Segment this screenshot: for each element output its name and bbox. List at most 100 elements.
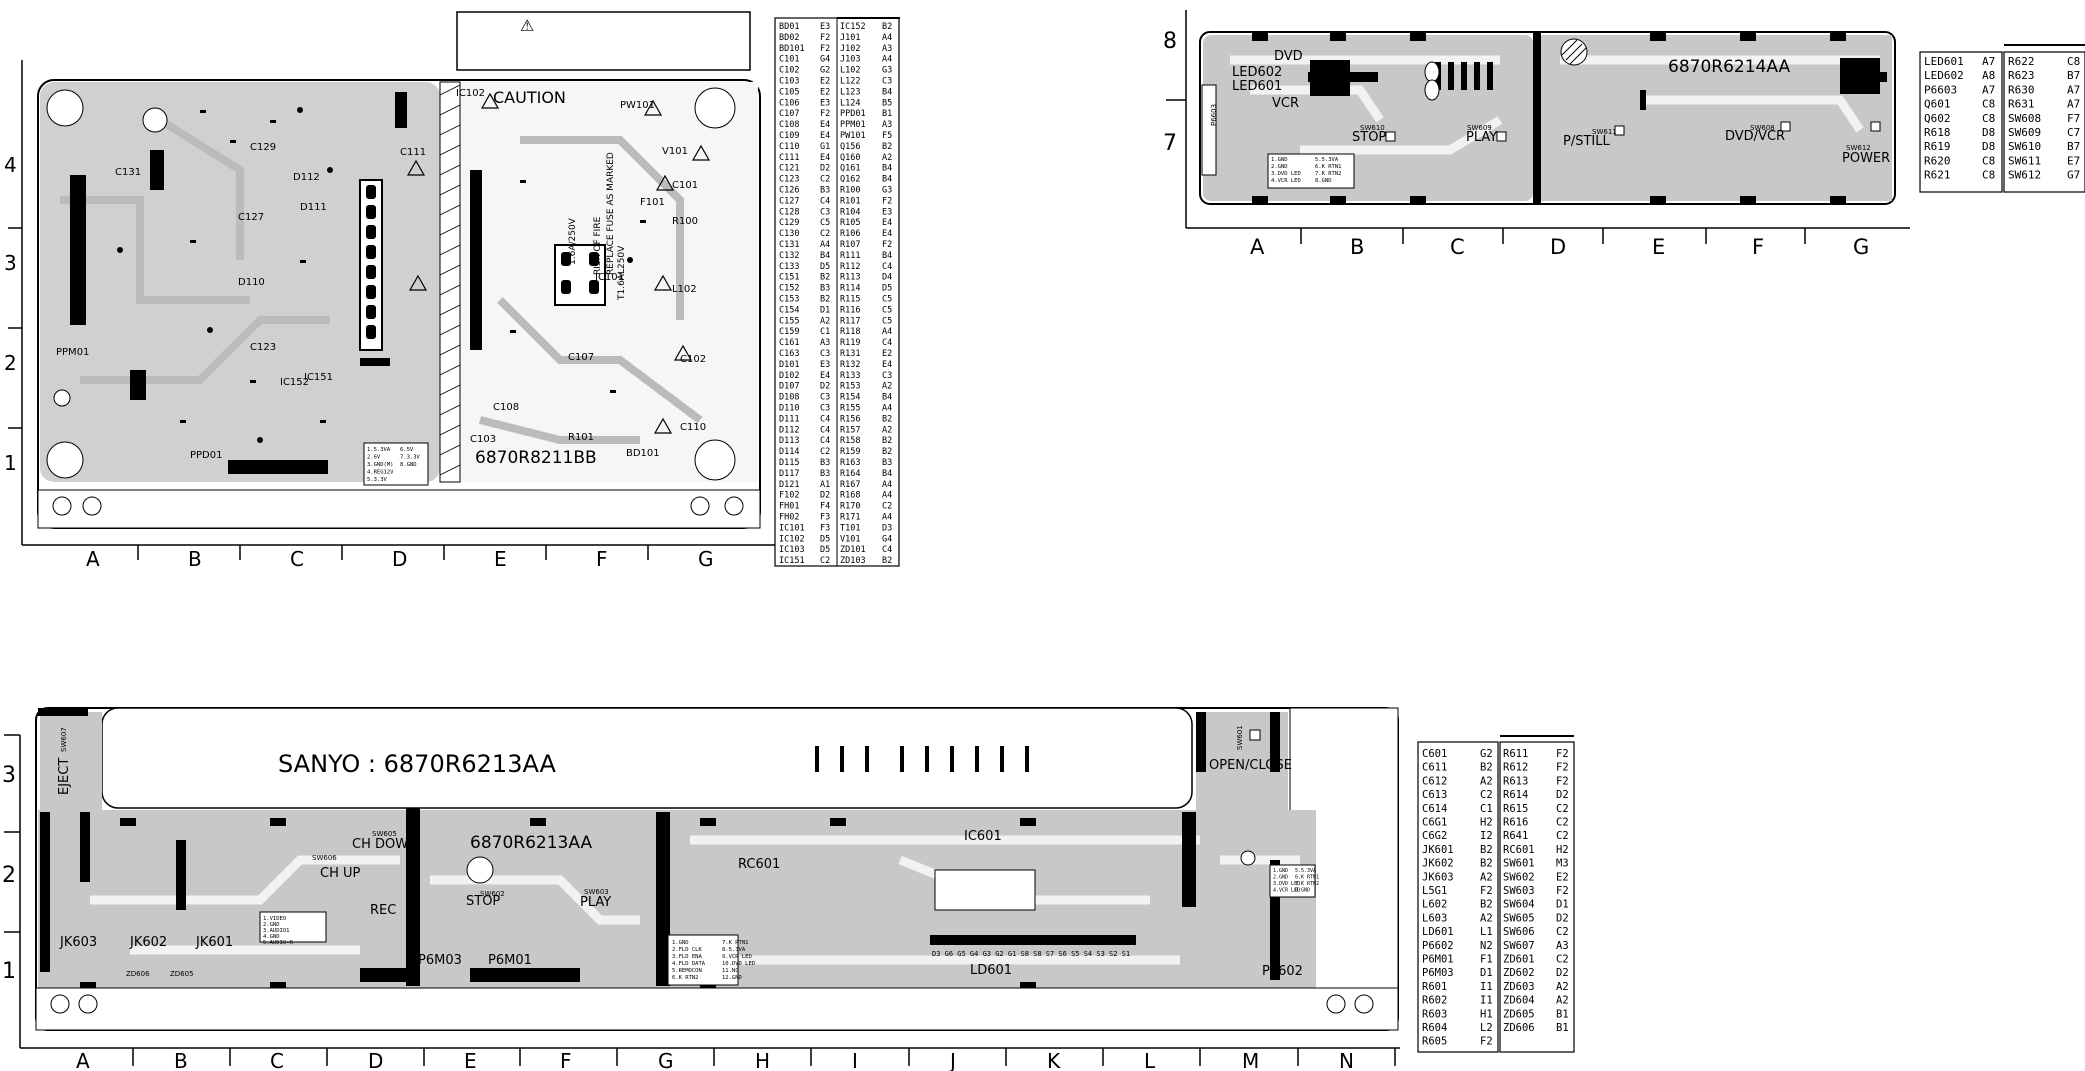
part-ref: R131	[840, 349, 860, 359]
part-ref: R119	[840, 338, 860, 348]
part-ref: R641	[1503, 830, 1528, 842]
connector-pin: 7.K RTN1	[722, 940, 749, 946]
part-location: B5	[882, 98, 892, 108]
part-location: F5	[882, 131, 892, 141]
board1-strip	[37, 489, 761, 529]
part-location: I2	[1480, 830, 1493, 842]
part-ref: R621	[1924, 169, 1951, 182]
part-location: F2	[1480, 885, 1493, 897]
connector-pin: 5.5.3VA	[1295, 868, 1316, 874]
part-location: C5	[882, 295, 892, 305]
part-location: C2	[1556, 954, 1569, 966]
component-label: PLAY	[1466, 130, 1497, 145]
connector-pin: 7.K RTN2	[1315, 171, 1342, 177]
part-location: D2	[1556, 789, 1569, 801]
part-location: G4	[882, 534, 892, 544]
part-ref: R118	[840, 327, 860, 337]
part-location: C2	[1556, 817, 1569, 829]
part-location: A3	[882, 44, 892, 54]
part-ref: IC101	[779, 523, 805, 533]
part-ref: L5G1	[1422, 885, 1447, 897]
part-location: A3	[820, 338, 830, 348]
part-ref: SW612	[2008, 169, 2041, 182]
part-location: B7	[2067, 69, 2080, 82]
connector-pin: 5.AUDIO-R	[263, 940, 293, 946]
part-ref: C130	[779, 229, 799, 239]
connector-pin: 4.VCR LED	[1273, 888, 1300, 894]
part-location: A2	[1480, 871, 1493, 883]
part-ref: R171	[840, 513, 860, 523]
grid-col-label: G	[658, 1049, 674, 1071]
part-ref: C129	[779, 218, 799, 228]
part-location: C1	[820, 327, 830, 337]
part-location: H2	[1556, 844, 1569, 856]
part-ref: C155	[779, 316, 799, 326]
component-label: SW610	[1360, 124, 1385, 132]
part-ref: L602	[1422, 899, 1447, 911]
part-location: C3	[882, 371, 892, 381]
component-label: LD601	[970, 963, 1012, 978]
part-ref: R113	[840, 273, 860, 283]
connector-pin: 2.GND	[263, 922, 280, 928]
component-label: BD101	[626, 448, 660, 459]
component-label: POWER	[1842, 151, 1890, 166]
part-ref: C131	[779, 240, 799, 250]
grid-col-label: F	[1752, 235, 1764, 259]
part-ref: RC601	[1503, 844, 1535, 856]
part-location: C4	[820, 425, 830, 435]
component-label: IC151	[304, 372, 333, 383]
part-location: B3	[882, 458, 892, 468]
board1-fuse-text-1: RISK OF FIRE	[593, 216, 603, 275]
caution-box-symbol: ⚠	[520, 16, 534, 35]
part-ref: L122	[840, 77, 860, 87]
part-ref: R153	[840, 382, 860, 392]
part-location: N2	[1480, 940, 1493, 952]
part-location: C2	[1556, 803, 1569, 815]
part-location: E7	[2067, 154, 2080, 167]
part-ref: D110	[779, 404, 799, 414]
part-ref: P6603	[1924, 83, 1957, 96]
component-label: JK603	[59, 935, 97, 950]
part-location: A2	[820, 316, 830, 326]
part-ref: J103	[840, 55, 860, 65]
part-location: B4	[882, 469, 892, 479]
part-ref: IC102	[779, 534, 805, 544]
part-ref: ZD606	[1503, 1022, 1535, 1034]
part-location: D2	[820, 491, 830, 501]
component-label: V101	[662, 146, 688, 157]
part-location: E2	[820, 77, 830, 87]
connector-pin: 1.5.3VA	[367, 447, 391, 453]
part-ref: R619	[1924, 140, 1951, 153]
connector-pin: 12.GND	[722, 975, 742, 981]
component-label: SW612	[1846, 144, 1871, 152]
connector-pin: 4.FLD DATA	[672, 961, 706, 967]
part-location: A2	[882, 153, 892, 163]
component-label: C131	[115, 167, 141, 178]
part-ref: C161	[779, 338, 799, 348]
grid-col-label: D	[1550, 235, 1566, 259]
part-location: B3	[820, 186, 830, 196]
part-ref: Q162	[840, 175, 860, 185]
part-ref: L102	[840, 66, 860, 76]
grid-col-label: E	[494, 547, 507, 571]
part-ref: C103	[779, 77, 799, 87]
part-location: C8	[1982, 169, 1995, 182]
connector-pin: 2.GND	[1273, 875, 1288, 881]
part-ref: C111	[779, 153, 799, 163]
part-ref: R168	[840, 491, 860, 501]
part-location: A7	[1982, 55, 1995, 68]
part-location: C4	[882, 545, 892, 555]
part-ref: R158	[840, 436, 860, 446]
component-label: ZD606	[126, 970, 150, 978]
connector-pin: 3.AUDIO1	[263, 928, 290, 934]
part-location: C8	[1982, 98, 1995, 111]
component-label: SW602	[480, 890, 505, 898]
part-ref: R114	[840, 284, 860, 294]
part-ref: R631	[2008, 98, 2035, 111]
part-location: B7	[2067, 140, 2080, 153]
part-ref: C601	[1422, 748, 1447, 760]
part-ref: R603	[1422, 1008, 1447, 1020]
part-ref: JK602	[1422, 858, 1454, 870]
part-ref: Q160	[840, 153, 860, 163]
